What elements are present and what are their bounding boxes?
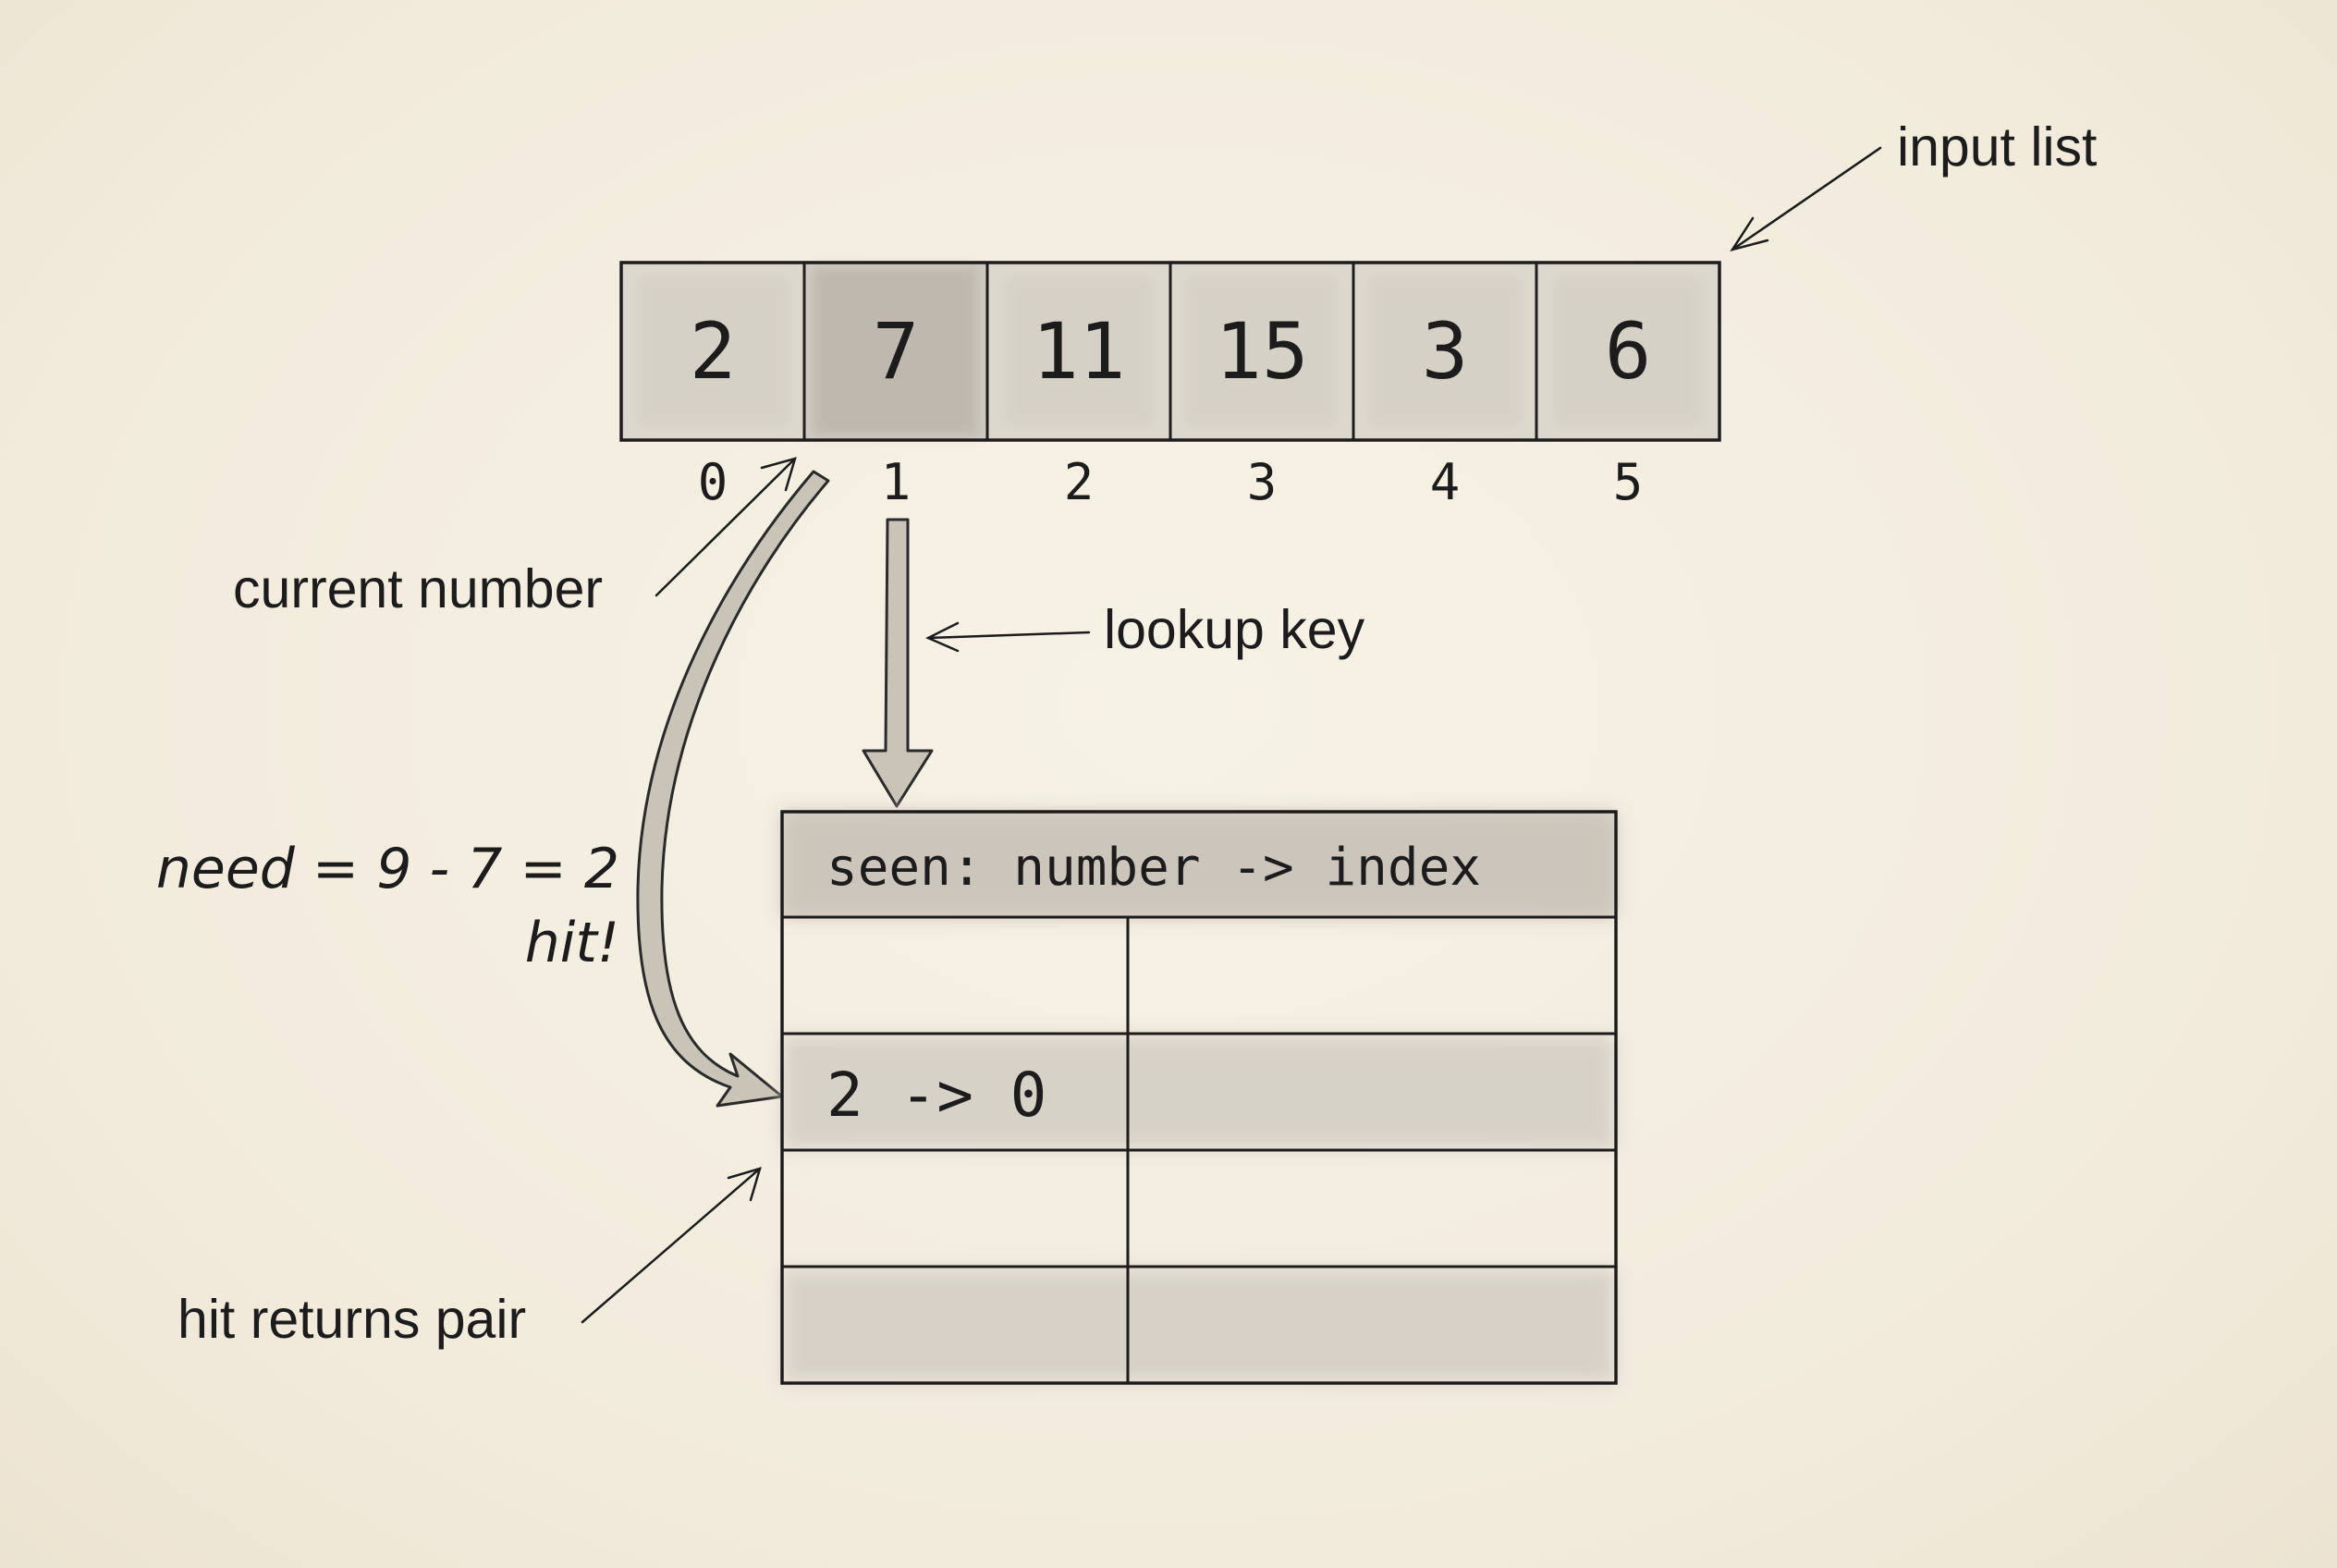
array-value-2: 11 [1032, 306, 1126, 397]
array-value-1: 7 [872, 306, 920, 397]
lookup-key-label: lookup key [1104, 599, 1365, 660]
hit-curved-block-arrow [636, 470, 830, 1108]
table-row-key: 2 -> 0 [826, 1060, 1047, 1131]
input-list-array [619, 261, 1721, 442]
array-index-1: 1 [880, 453, 912, 511]
array-index-0: 0 [697, 453, 728, 511]
array-value-0: 2 [689, 306, 737, 397]
input-list-label: input list [1897, 116, 2098, 178]
current-number-pointer-arrow [655, 457, 797, 597]
table-header: seen: number -> index [826, 838, 1482, 898]
array-value-3: 15 [1215, 306, 1309, 397]
input-list-pointer-arrow [1730, 146, 1882, 252]
array-index-5: 5 [1612, 453, 1644, 511]
need-equation-note: need = 9 - 7 = 2 [155, 837, 619, 901]
array-index-2: 2 [1063, 453, 1095, 511]
hit-note: hit! [524, 911, 619, 975]
seen-hash-table [780, 810, 1618, 1385]
array-index-4: 4 [1429, 453, 1461, 511]
array-value-4: 3 [1421, 306, 1469, 397]
lookup-key-pointer-arrow [925, 621, 1091, 653]
array-value-5: 6 [1604, 306, 1652, 397]
hit-returns-pair-label: hit returns pair [177, 1289, 527, 1350]
current-number-label: current number [233, 558, 604, 619]
array-index-3: 3 [1246, 453, 1278, 511]
lookup-key-block-arrow [862, 518, 934, 808]
hit-returns-pair-pointer-arrow [581, 1167, 762, 1324]
